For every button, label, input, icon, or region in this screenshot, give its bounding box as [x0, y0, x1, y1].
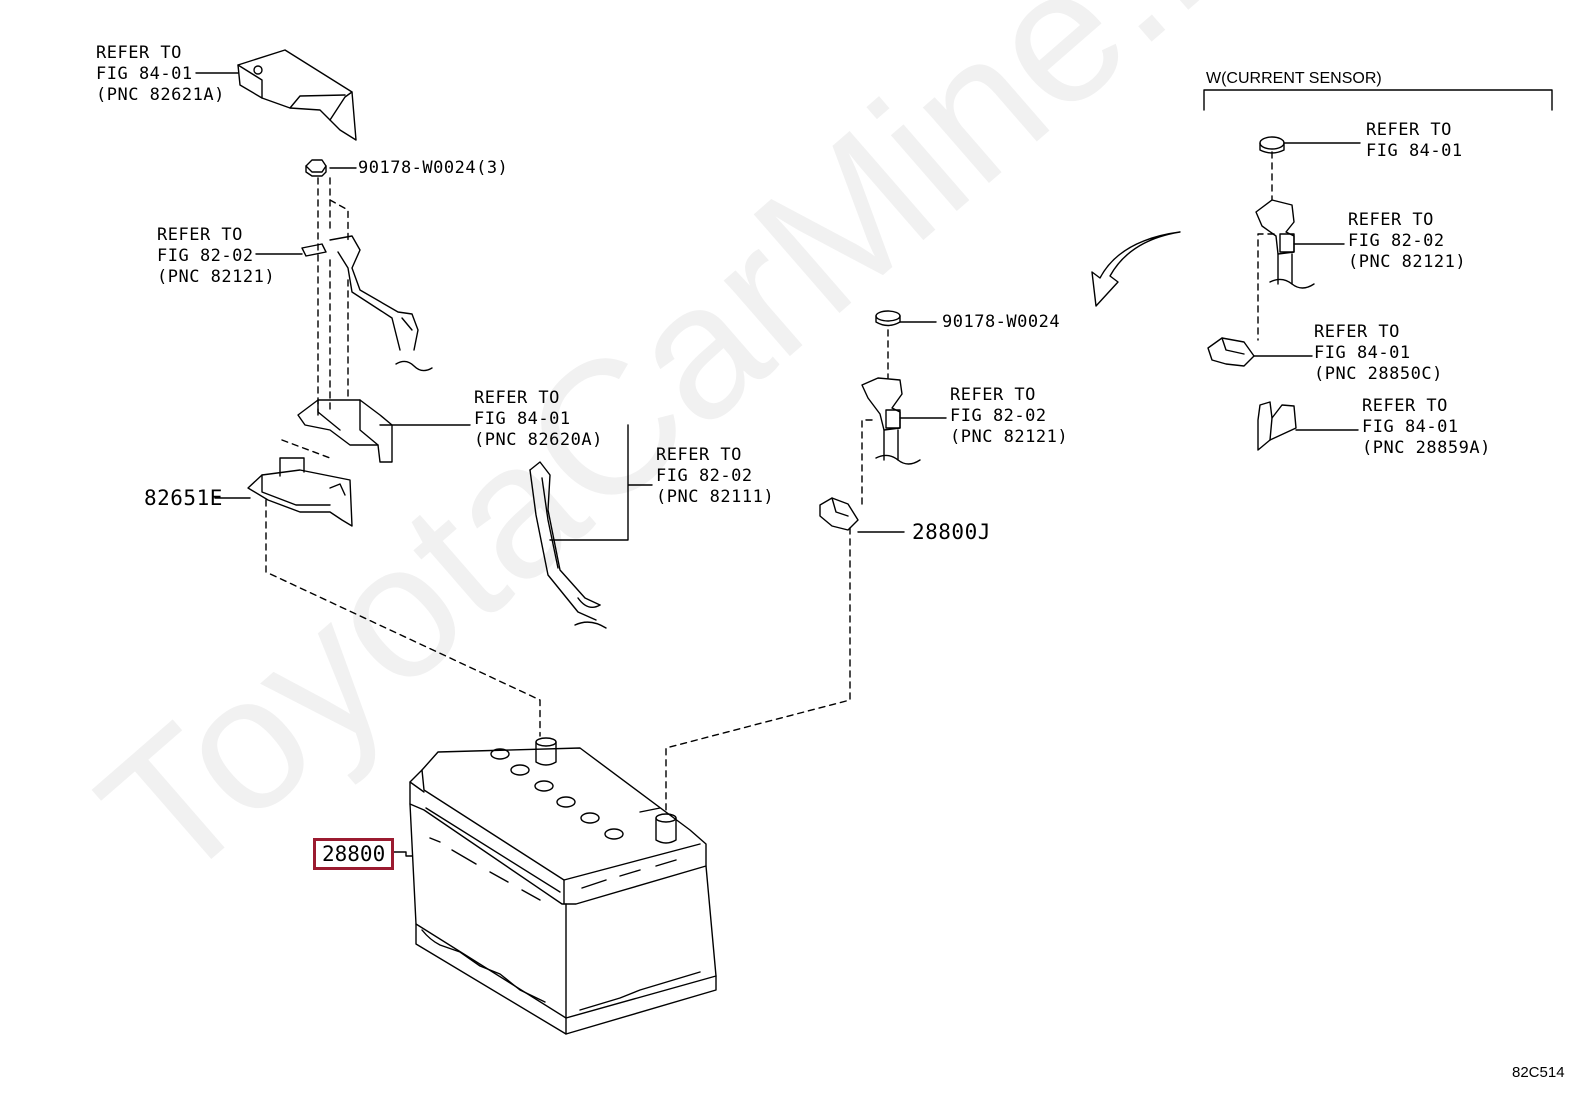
nut-drawing-right	[1259, 136, 1285, 154]
wire-terminal-drawing-left	[301, 235, 433, 372]
sensor-clamp-drawing-mid	[861, 377, 921, 465]
battery-drawing	[409, 737, 717, 1035]
terminal-cover-drawing	[237, 49, 357, 141]
nut-drawing-mid	[875, 310, 901, 327]
dashed-assembly-lines	[265, 151, 1275, 813]
sensor-group-title: W(CURRENT SENSOR)	[1206, 70, 1382, 87]
connector-drawing-28859A	[1257, 401, 1297, 451]
sensor-clamp-drawing-right	[1255, 199, 1315, 289]
direction-arrow	[1091, 231, 1181, 307]
fuse-block-drawing	[247, 457, 353, 527]
leader-lines	[195, 72, 1361, 857]
nut-drawing-left	[305, 159, 327, 177]
sensor-group-bracket	[1203, 89, 1553, 111]
sensor-drawing-28800J	[819, 497, 859, 531]
connector-drawing-28850C	[1207, 337, 1255, 367]
nut-label-90178-w0024-3: 90178-W0024(3)	[358, 158, 509, 178]
part-label-28800J: 28800J	[912, 520, 991, 544]
terminal-bracket-drawing	[297, 399, 393, 463]
cable-drawing	[529, 461, 607, 629]
figure-id: 82C514	[1512, 1064, 1565, 1081]
nut-label-90178-w0024: 90178-W0024	[942, 312, 1061, 332]
part-label-28800[interactable]: 28800	[313, 838, 395, 870]
part-label-82651E: 82651E	[144, 486, 223, 510]
